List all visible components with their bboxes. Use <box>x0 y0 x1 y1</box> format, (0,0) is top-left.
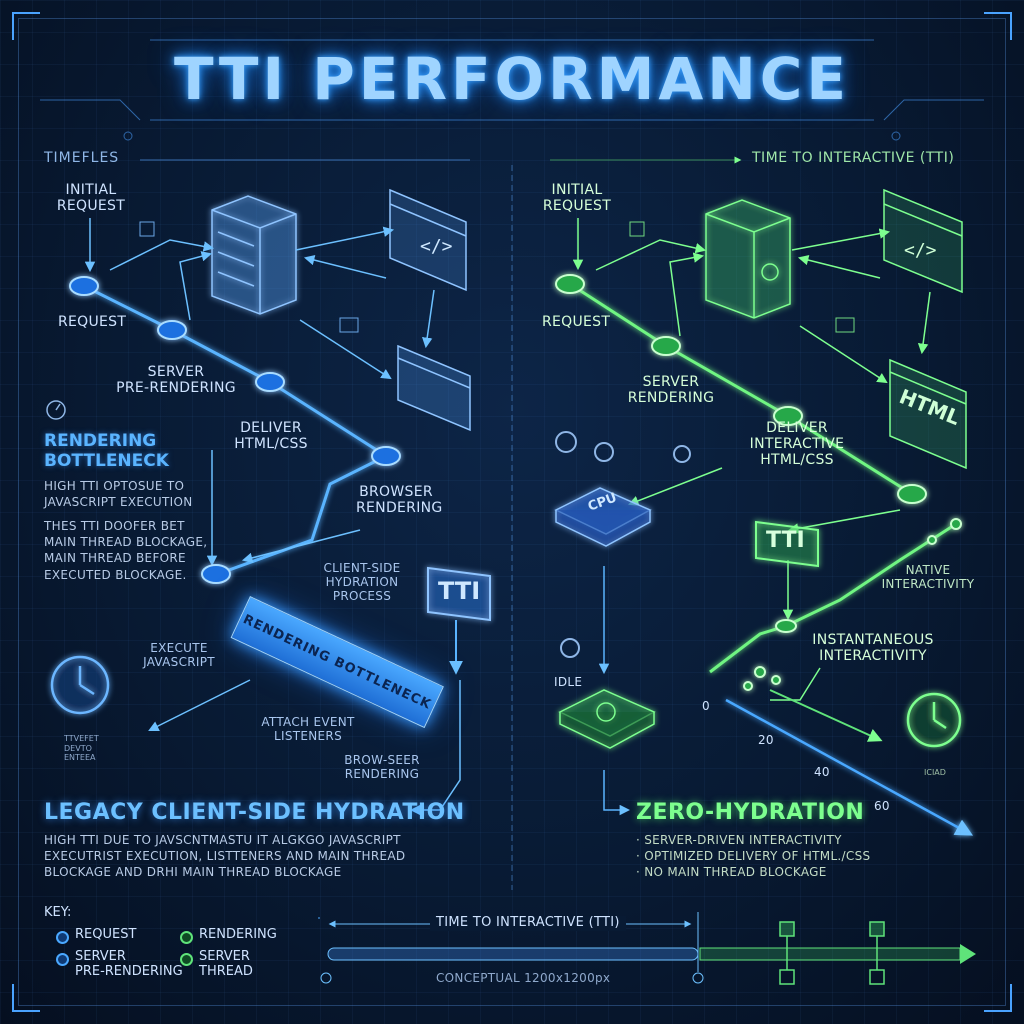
idle-chip-icon <box>558 689 656 749</box>
key-item-request: REQUEST <box>56 927 136 944</box>
time-axis <box>725 698 974 836</box>
doc-icon <box>139 221 155 237</box>
arrow-to-cpu <box>628 467 723 506</box>
tti-badge-right-label: TTI <box>766 528 805 553</box>
arrow-back <box>303 254 387 279</box>
arrow-green-axis <box>769 689 883 742</box>
gear-icon <box>555 431 691 463</box>
arrow-code-to-html <box>917 291 931 355</box>
server-icon-green <box>705 199 791 319</box>
timeline-label-left: TIMEFLES <box>44 150 120 166</box>
arrow-legacy <box>409 680 461 816</box>
tti-badge-left <box>427 566 491 622</box>
tti-badge-left-label: TTI <box>438 577 481 605</box>
doc-icon <box>339 317 359 333</box>
axis-tick: 0 <box>702 699 710 713</box>
title-frame-lines <box>40 39 984 141</box>
key-item-rendering: RENDERING <box>180 927 277 944</box>
code-window-icon-green: </> <box>883 188 963 294</box>
timeline-label-right: TIME TO INTERACTIVE (TTI) <box>752 150 955 166</box>
timeline-bar-zero <box>699 947 961 961</box>
label-idle: IDLE <box>554 675 583 689</box>
browser-window-icon <box>397 344 471 432</box>
axis-tick: 60 <box>874 799 890 813</box>
tti-badge-right <box>755 520 819 568</box>
axis-tick: 20 <box>758 733 774 747</box>
legacy-desc: HIGH TTI DUE TO JAVSCNTMASTU IT ALGKGO J… <box>44 833 406 880</box>
legacy-heading: LEGACY CLIENT-SIDE HYDRATION <box>44 800 465 825</box>
key-item-server-prerendering: SERVER PRE-RENDERING <box>56 949 183 980</box>
right-nodes <box>555 274 962 691</box>
right-flow-path <box>569 282 957 674</box>
arrow-to-tti <box>787 509 901 534</box>
arrow-to-code-green <box>791 228 891 251</box>
arrow-code-to-browser <box>421 289 435 349</box>
label-request-green: REQUEST <box>542 314 611 330</box>
left-nodes <box>69 276 401 584</box>
page-title: TTI PERFORMANCE <box>174 45 850 113</box>
timer-icon-small <box>46 400 66 420</box>
timeline-bar-tti <box>327 947 699 961</box>
clock-icon-left <box>50 655 110 715</box>
clock-icon-right <box>906 692 962 748</box>
frame-corner <box>12 12 40 40</box>
arrow-to-browser <box>299 319 392 380</box>
arrow-to-html <box>799 325 888 384</box>
svg-text:</>: </> <box>420 236 453 257</box>
frame-corner <box>12 984 40 1012</box>
arrow-instant <box>770 667 821 701</box>
timeline-caption: CONCEPTUAL 1200x1200px <box>436 971 611 985</box>
arrow-server-loop <box>179 251 213 321</box>
gear-icon <box>560 638 580 658</box>
arrow-back-green <box>797 254 881 279</box>
doc-icon <box>629 221 645 237</box>
frame-corner <box>984 12 1012 40</box>
doc-icon <box>835 317 855 333</box>
svg-text:</>: </> <box>904 240 937 261</box>
cpu-chip-icon <box>554 487 652 547</box>
arrow-to-execute <box>241 529 361 563</box>
timeline-tti-label: TIME TO INTERACTIVE (TTI) <box>430 915 626 931</box>
label-request: REQUEST <box>58 314 127 330</box>
axis-tick: 40 <box>814 765 830 779</box>
outer-frame <box>18 18 1006 1006</box>
clock-note-right: ICIAD <box>924 768 946 777</box>
code-window-icon: </> <box>389 188 467 292</box>
bottom-timeline <box>318 912 976 985</box>
zero-hydration-heading: ZERO-HYDRATION <box>636 800 865 825</box>
arrow-server-loop-green <box>669 252 705 337</box>
frame-corner <box>984 984 1012 1012</box>
server-icon <box>211 195 297 315</box>
key-item-server-thread: SERVER THREAD <box>180 949 253 980</box>
key-title: KEY: <box>44 905 72 920</box>
timeline-arrowhead <box>960 944 976 964</box>
arrow-to-code <box>295 226 395 251</box>
arrow-to-server <box>109 239 215 271</box>
arrow-zero <box>603 770 631 816</box>
left-flow-path <box>83 284 387 576</box>
zero-hydration-desc: · SERVER-DRIVEN INTERACTIVITY· OPTIMIZED… <box>636 833 871 880</box>
arrow-to-server-green <box>595 239 707 271</box>
arrow-out <box>148 679 251 731</box>
html-window-icon <box>889 358 967 470</box>
